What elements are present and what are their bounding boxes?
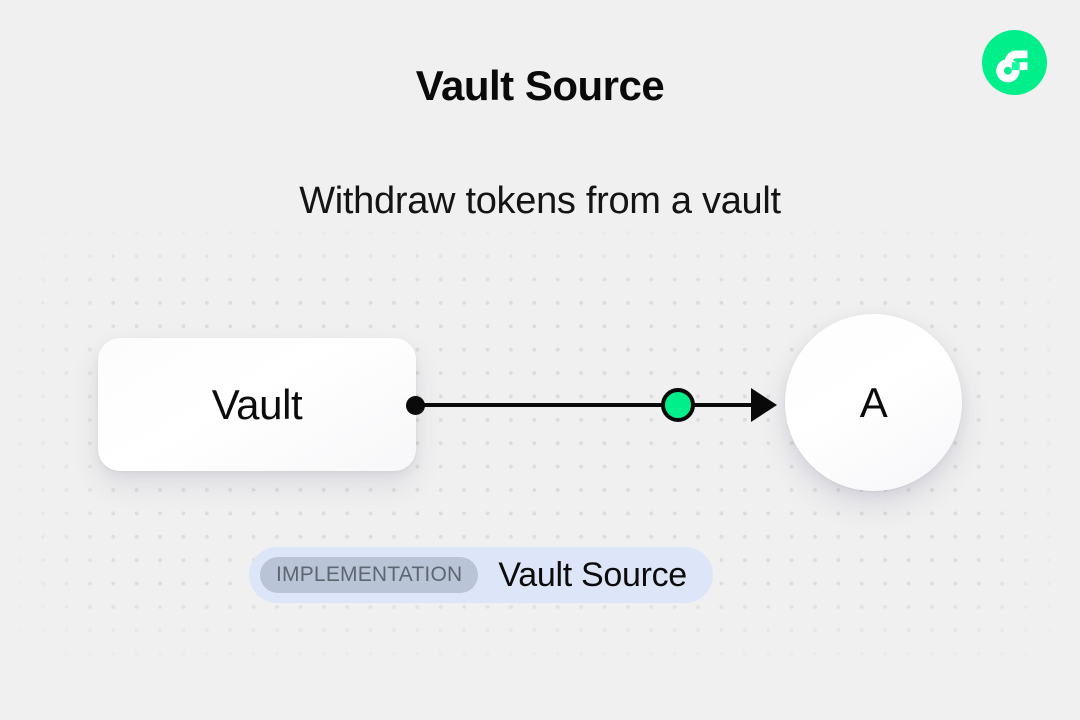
implementation-value: Vault Source: [498, 555, 687, 594]
implementation-chip: IMPLEMENTATION: [260, 557, 479, 593]
edge-source-dot[interactable]: [406, 396, 425, 415]
node-a[interactable]: A: [785, 314, 962, 491]
node-a-label: A: [859, 378, 888, 426]
flow-logo-svg: [982, 30, 1047, 95]
page-subtitle: Withdraw tokens from a vault: [299, 180, 781, 222]
edge-line[interactable]: [415, 403, 758, 407]
flow-logo-icon: [982, 30, 1047, 95]
page-title: Vault Source: [415, 62, 665, 109]
edge-marker-dot[interactable]: [661, 388, 695, 422]
dot-grid-background: [0, 215, 1080, 675]
arrowhead-icon: [751, 388, 777, 422]
node-vault[interactable]: Vault: [98, 338, 416, 471]
node-vault-label: Vault: [211, 380, 303, 428]
implementation-badge: IMPLEMENTATION Vault Source: [249, 547, 713, 603]
implementation-chip-label: IMPLEMENTATION: [276, 563, 463, 586]
